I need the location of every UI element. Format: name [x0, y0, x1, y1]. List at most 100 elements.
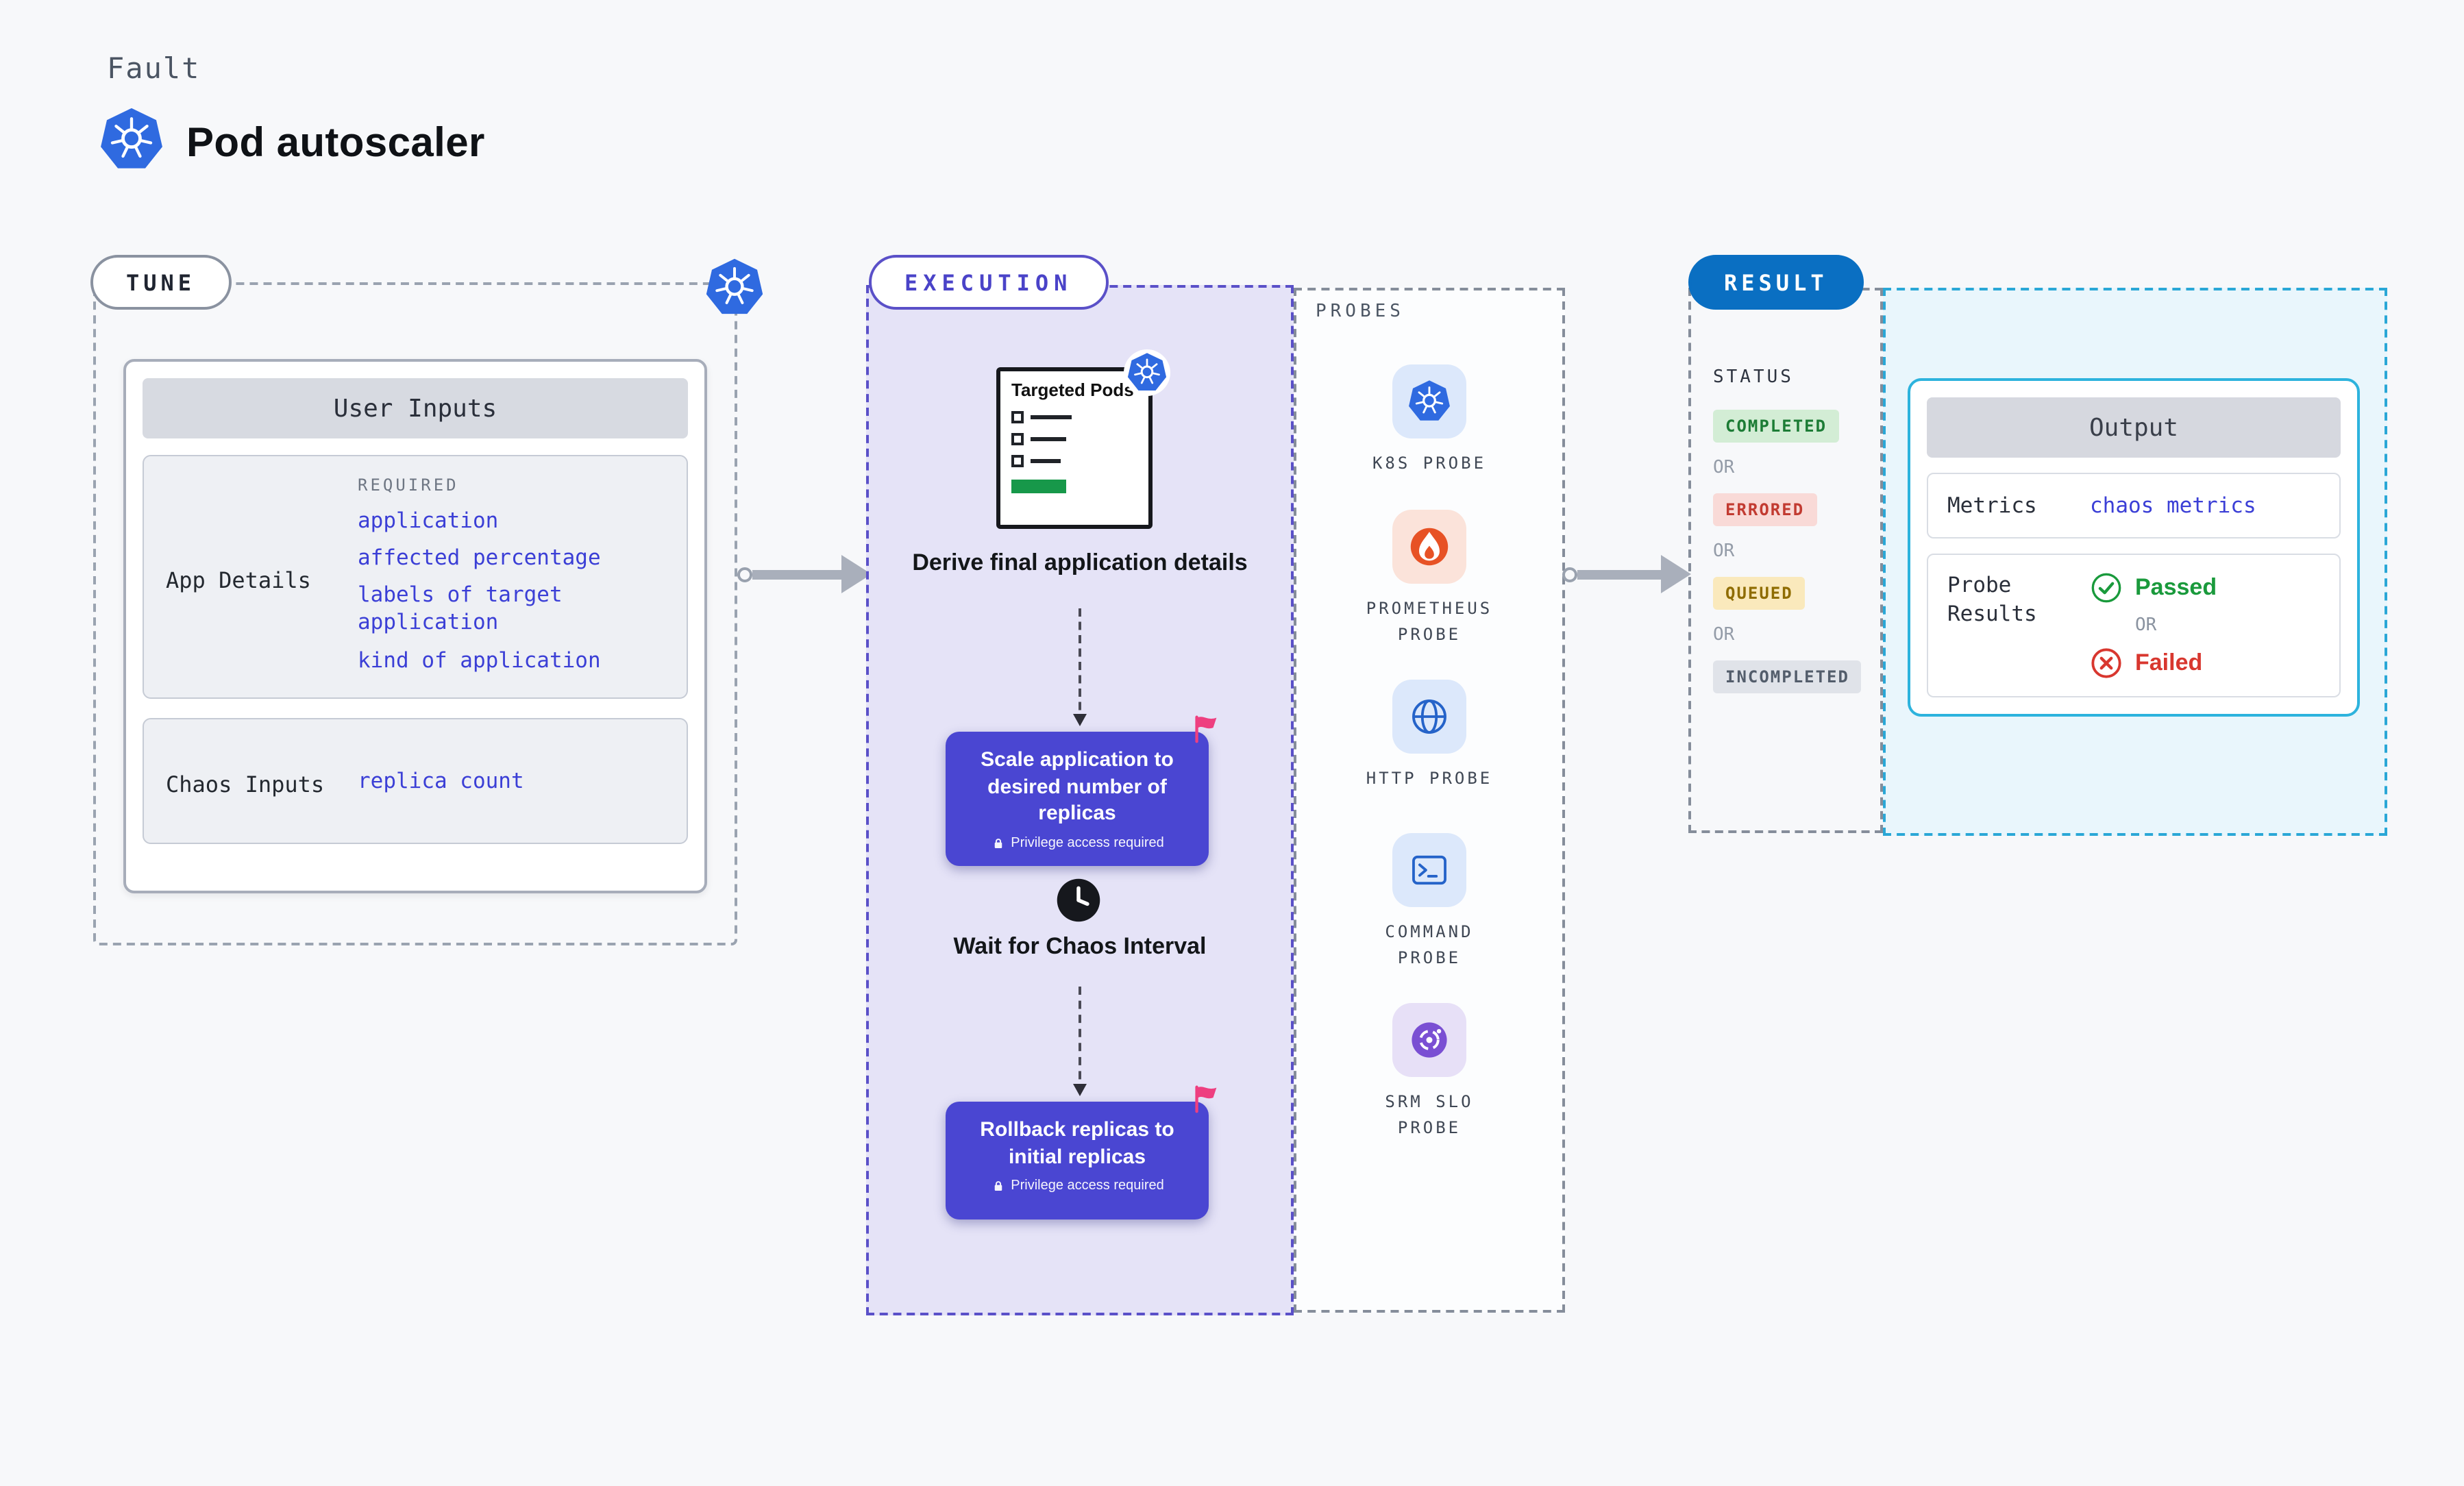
metrics-label: Metrics	[1947, 493, 2037, 518]
progress-bar	[1011, 479, 1066, 493]
pod-row	[1011, 410, 1137, 423]
probe-results-values: Passed OR Failed	[2090, 571, 2217, 680]
connector-dot	[1562, 567, 1577, 582]
kubernetes-badge	[1124, 349, 1170, 396]
flag-icon	[1190, 1082, 1222, 1115]
output-header: Output	[1927, 397, 2341, 458]
dashed-arrow-down	[1073, 987, 1087, 1096]
arrow-head	[1661, 555, 1691, 593]
connector-dot	[737, 567, 752, 582]
probe-item-k8s: K8S PROBE	[1294, 364, 1565, 476]
failed-label: Failed	[2135, 649, 2203, 676]
pod-line	[1031, 436, 1066, 441]
lock-icon	[990, 835, 1005, 850]
privilege-note: Privilege access required	[962, 835, 1192, 850]
link-application[interactable]: application	[358, 508, 499, 533]
app-details-content: REQUIRED application affected percentage…	[358, 475, 665, 678]
fault-eyebrow: Fault	[107, 52, 201, 85]
probe-tile	[1392, 833, 1466, 907]
probes-label: PROBES	[1316, 301, 1405, 322]
or-separator: OR	[1713, 458, 1735, 478]
link-replica-count[interactable]: replica count	[358, 768, 524, 793]
privilege-note: Privilege access required	[962, 1178, 1192, 1193]
probe-results-label: Probe Results	[1947, 573, 2037, 626]
or-separator: OR	[1713, 541, 1735, 562]
probe-item-srm-slo: SRM SLO PROBE	[1294, 1003, 1565, 1140]
lock-icon	[990, 1178, 1005, 1193]
passed-label: Passed	[2135, 574, 2217, 600]
status-label: STATUS	[1713, 367, 1794, 388]
probe-tile	[1392, 364, 1466, 438]
passed-result: Passed	[2090, 571, 2217, 604]
probe-name: SRM SLO PROBE	[1385, 1092, 1474, 1137]
srm-slo-icon	[1407, 1018, 1451, 1062]
kubernetes-icon	[1126, 352, 1168, 393]
app-details-group: App Details REQUIRED application affecte…	[143, 455, 688, 699]
status-badge-completed: COMPLETED	[1713, 410, 1840, 443]
status-section: STATUS COMPLETED OR ERRORED OR QUEUED OR…	[1688, 288, 1883, 833]
http-icon	[1407, 695, 1451, 739]
passed-icon	[2090, 571, 2123, 604]
rollback-step-title: Rollback replicas to initial replicas	[980, 1118, 1174, 1168]
probe-item-http: HTTP PROBE	[1294, 680, 1565, 791]
probe-tile	[1392, 680, 1466, 754]
privilege-note-text: Privilege access required	[1011, 1178, 1164, 1193]
pod-row	[1011, 454, 1137, 467]
probe-name: K8S PROBE	[1372, 454, 1487, 473]
user-inputs-header: User Inputs	[143, 378, 688, 438]
probe-name: COMMAND PROBE	[1385, 922, 1474, 967]
probe-item-prometheus: PROMETHEUS PROBE	[1294, 510, 1565, 647]
wait-step-text: Wait for Chaos Interval	[953, 933, 1207, 959]
targeted-pods-title: Targeted Pods	[1011, 380, 1134, 400]
pod-row	[1011, 432, 1137, 445]
chaos-inputs-content: replica count	[358, 767, 665, 795]
failed-icon	[2090, 647, 2123, 680]
tune-section	[93, 282, 737, 945]
prometheus-icon	[1406, 523, 1453, 570]
kubernetes-icon	[1407, 380, 1451, 423]
derive-step-text: Derive final application details	[912, 549, 1248, 575]
or-separator: OR	[1713, 625, 1735, 645]
command-icon	[1407, 848, 1451, 892]
arrow-shaft	[1577, 569, 1661, 579]
targeted-pods-card: Targeted Pods	[996, 349, 1170, 529]
status-badge-incompleted: INCOMPLETED	[1713, 660, 1862, 693]
kubernetes-icon	[704, 258, 765, 318]
status-badge-queued: QUEUED	[1713, 577, 1806, 610]
app-details-label: App Details	[166, 567, 311, 593]
chaos-metrics-link[interactable]: chaos metrics	[2090, 493, 2256, 518]
output-card: Output Metrics chaos metrics Probe Resul…	[1908, 378, 2360, 717]
link-kind-of-application[interactable]: kind of application	[358, 647, 601, 673]
flow-arrow-tune-to-execution	[737, 554, 872, 595]
rollback-step-node: Rollback replicas to initial replicas Pr…	[946, 1102, 1209, 1219]
probes-section	[1294, 288, 1565, 1313]
scale-step-title: Scale application to desired number of r…	[981, 748, 1174, 825]
link-affected-percentage[interactable]: affected percentage	[358, 545, 601, 571]
checkbox-icon	[1011, 454, 1024, 467]
metrics-row: Metrics chaos metrics	[1927, 473, 2341, 538]
arrow-shaft	[752, 569, 841, 579]
tune-pill: TUNE	[90, 255, 232, 310]
probe-tile	[1392, 1003, 1466, 1077]
execution-pill: EXECUTION	[869, 255, 1109, 310]
probe-name: PROMETHEUS PROBE	[1366, 599, 1493, 644]
kubernetes-icon	[99, 107, 164, 173]
checkbox-icon	[1011, 410, 1024, 423]
probe-tile	[1392, 510, 1466, 584]
dashed-arrow-down	[1073, 608, 1087, 726]
probe-item-command: COMMAND PROBE	[1294, 833, 1565, 970]
clock-icon	[1055, 877, 1102, 924]
page-title: Pod autoscaler	[186, 121, 485, 166]
or-separator: OR	[2135, 615, 2157, 636]
link-labels-of-target-application[interactable]: labels of target application	[358, 582, 563, 635]
pod-line	[1031, 414, 1072, 419]
probe-results-row: Probe Results Passed OR Failed	[1927, 554, 2341, 697]
flow-arrow-execution-to-result	[1562, 554, 1691, 595]
chaos-inputs-group: Chaos Inputs replica count	[143, 718, 688, 844]
user-inputs-card: User Inputs App Details REQUIRED applica…	[123, 359, 707, 893]
result-pill: RESULT	[1688, 255, 1864, 310]
status-badge-errored: ERRORED	[1713, 493, 1817, 526]
failed-result: Failed	[2090, 647, 2217, 680]
privilege-note-text: Privilege access required	[1011, 835, 1164, 850]
